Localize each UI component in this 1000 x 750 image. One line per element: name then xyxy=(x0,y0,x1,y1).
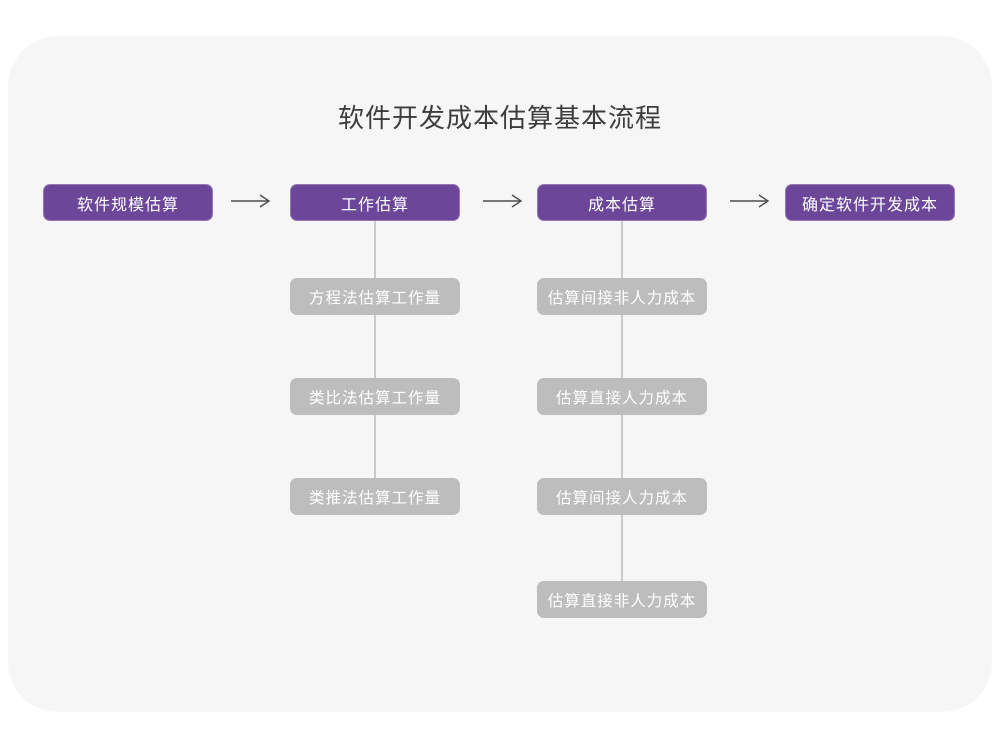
diagram-card-background xyxy=(8,36,992,712)
stage-node-determine-development-cost: 确定软件开发成本 xyxy=(785,184,955,221)
sub-node-direct-labor-cost: 估算直接人力成本 xyxy=(537,378,707,415)
stage-node-software-scale-estimation: 软件规模估算 xyxy=(43,184,213,221)
sub-node-extrapolation-method-workload: 类推法估算工作量 xyxy=(290,478,460,515)
arrow-right-icon xyxy=(230,193,272,209)
stage-node-cost-estimation: 成本估算 xyxy=(537,184,707,221)
sub-node-equation-method-workload: 方程法估算工作量 xyxy=(290,278,460,315)
sub-node-indirect-non-labor-cost: 估算间接非人力成本 xyxy=(537,278,707,315)
connector-line-work-estimation xyxy=(374,221,376,491)
sub-node-indirect-labor-cost: 估算间接人力成本 xyxy=(537,478,707,515)
sub-node-analogy-method-workload: 类比法估算工作量 xyxy=(290,378,460,415)
arrow-right-icon xyxy=(482,193,524,209)
diagram-title: 软件开发成本估算基本流程 xyxy=(337,103,662,133)
arrow-right-icon xyxy=(729,193,771,209)
sub-node-direct-non-labor-cost: 估算直接非人力成本 xyxy=(537,581,707,618)
stage-node-work-estimation: 工作估算 xyxy=(290,184,460,221)
